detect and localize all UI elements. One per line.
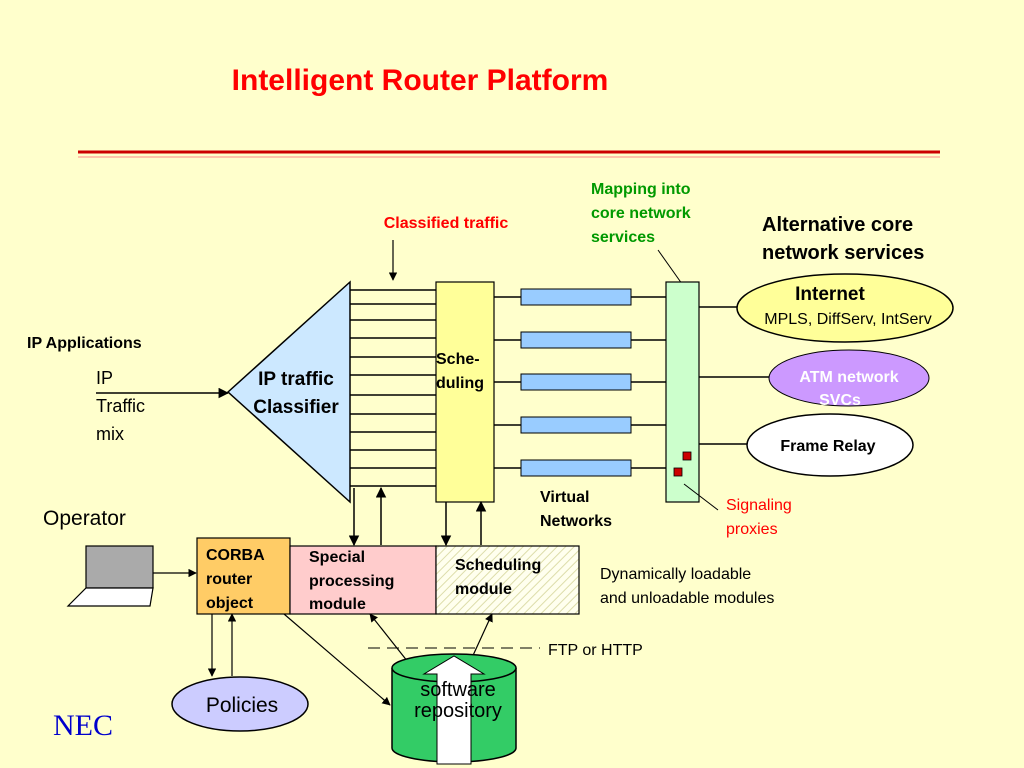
atm-line1: ATM network — [799, 369, 898, 386]
upload-arrow-icon — [422, 655, 486, 765]
laptop-icon — [66, 545, 154, 607]
mapping-label: Mapping into core network services — [591, 181, 691, 246]
alt-core-line2: network services — [762, 242, 924, 264]
scheduling-module-line2: module — [455, 581, 512, 598]
classifier-label-line1: IP traffic — [258, 369, 334, 390]
internet-title: Internet — [795, 284, 865, 305]
special-label: Special processing module — [309, 549, 394, 613]
nec-logo: NEC — [53, 709, 113, 742]
alt-core-line1: Alternative core — [762, 214, 913, 236]
dyn-modules-line2: and unloadable modules — [600, 590, 774, 607]
special-processing-module — [289, 545, 437, 615]
scheduling-module-label: Scheduling module — [455, 557, 541, 598]
ftp-http-label: FTP or HTTP — [548, 642, 643, 659]
atm-service — [768, 349, 930, 407]
operator-label: Operator — [43, 507, 126, 530]
special-line2: processing — [309, 573, 394, 590]
ip-applications-label: IP Applications — [27, 335, 142, 352]
virtual-network-pipe — [520, 416, 632, 434]
virtual-network-links — [494, 288, 666, 477]
ip-traffic-mix-label: IP Traffic mix — [96, 368, 145, 444]
software-repository-line1: software — [420, 679, 496, 701]
mapping-block — [665, 281, 700, 503]
virtual-networks-line1: Virtual — [540, 489, 590, 506]
signaling-proxy-icon — [673, 467, 683, 477]
mapping-label-line3: services — [591, 229, 655, 246]
virtual-networks-line2: Networks — [540, 513, 612, 530]
signaling-proxies-label: Signaling proxies — [726, 497, 792, 538]
software-repository-label: software repository — [414, 679, 502, 722]
ip-traffic-classifier — [226, 280, 351, 504]
dyn-modules-label: Dynamically loadable and unloadable modu… — [600, 566, 774, 607]
policies-label: Policies — [206, 694, 278, 717]
dyn-modules-line1: Dynamically loadable — [600, 566, 751, 583]
virtual-network-pipe — [520, 331, 632, 349]
policies-store — [171, 676, 309, 732]
classifier-label-line2: Classifier — [253, 397, 339, 418]
corba-line2: router — [206, 571, 252, 588]
virtual-network-pipe — [520, 373, 632, 391]
virtual-network-pipe — [520, 288, 632, 306]
repository-to-special-arrow — [369, 613, 409, 663]
classifier-label: IP traffic Classifier — [253, 369, 339, 418]
software-repository-line2: repository — [414, 700, 502, 722]
ip-traffic-mix-line2: Traffic — [96, 396, 145, 416]
corba-label: CORBA router object — [206, 547, 265, 612]
scheduling-module-line1: Scheduling — [455, 557, 541, 574]
signaling-proxies-line2: proxies — [726, 521, 778, 538]
page-title: Intelligent Router Platform — [232, 64, 609, 97]
internet-subtitle: MPLS, DiffServ, IntServ — [764, 311, 931, 328]
scheduling-module — [435, 545, 580, 615]
classified-traffic-lines — [350, 289, 436, 487]
virtual-networks-label: Virtual Networks — [540, 489, 612, 530]
mapping-label-line1: Mapping into — [591, 181, 691, 198]
atm-line2: SVCs — [819, 392, 861, 409]
ip-traffic-mix-line1: IP — [96, 368, 113, 388]
alt-core-label: Alternative core network services — [762, 214, 924, 264]
software-repository — [391, 653, 517, 765]
signaling-proxy-icon — [682, 451, 692, 461]
corba-line3: object — [206, 595, 254, 612]
mapping-label-line2: core network — [591, 205, 691, 222]
corba-to-repository-arrow — [283, 613, 391, 706]
ip-traffic-mix-line3: mix — [96, 424, 124, 444]
corba-line1: CORBA — [206, 547, 265, 564]
signaling-pointer — [683, 483, 719, 511]
scheduler-label: Sche- duling — [436, 351, 484, 392]
scheduler-label-line2: duling — [436, 375, 484, 392]
virtual-network-pipe — [520, 459, 632, 477]
special-line1: Special — [309, 549, 365, 566]
corba-router-object — [196, 537, 291, 615]
special-line3: module — [309, 596, 366, 613]
internet-service — [736, 273, 954, 343]
scheduler-label-line1: Sche- — [436, 351, 480, 368]
frame-relay-service — [746, 413, 914, 477]
classified-traffic-label: Classified traffic — [384, 215, 509, 232]
signaling-proxies-line1: Signaling — [726, 497, 792, 514]
frame-relay-label: Frame Relay — [780, 438, 875, 455]
scheduler-block — [435, 281, 495, 503]
